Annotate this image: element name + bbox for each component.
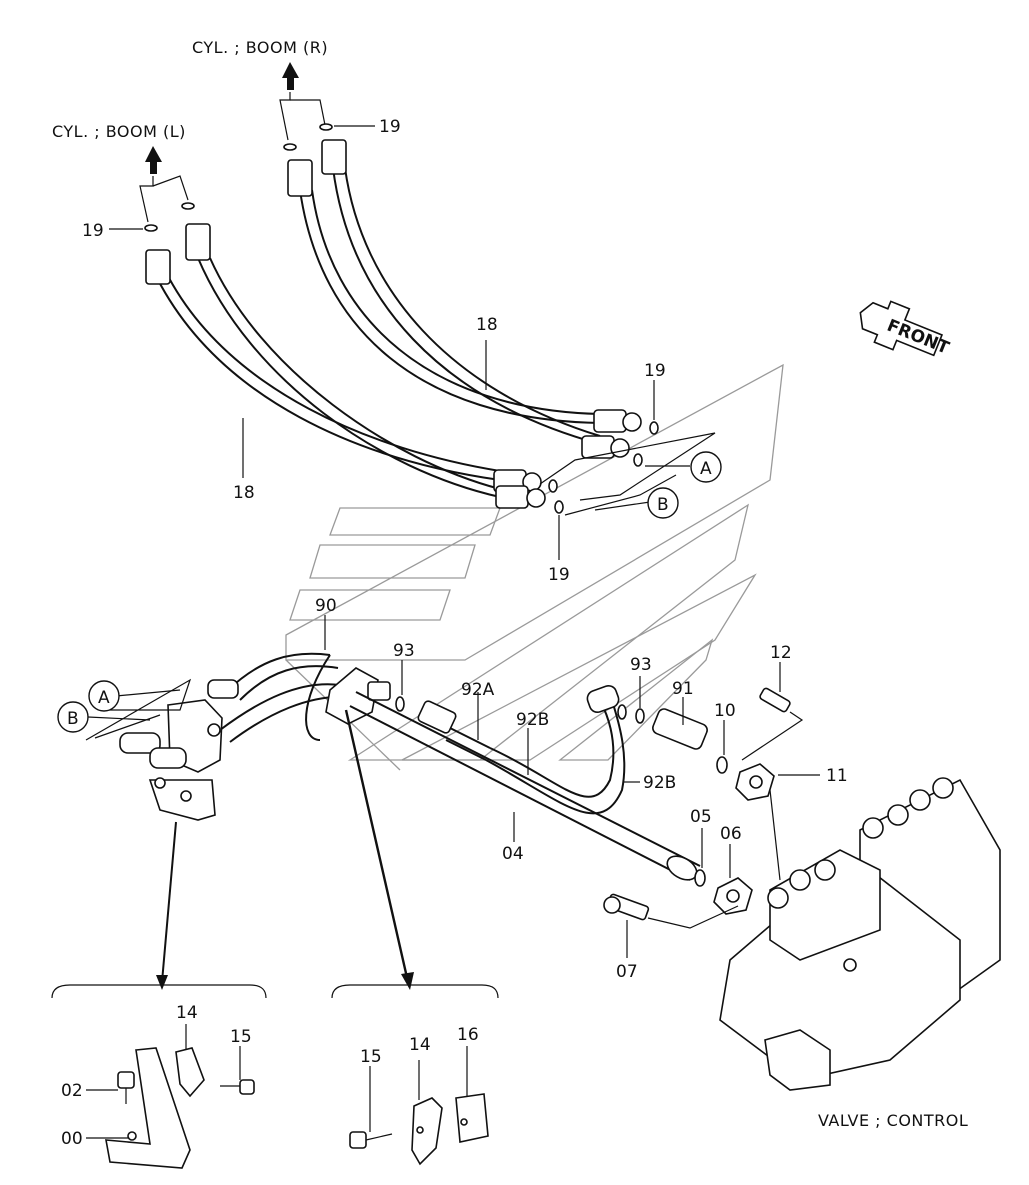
part-18-upper: 18 xyxy=(476,315,498,335)
callout-a-left: A xyxy=(88,680,120,712)
detail-leaders xyxy=(51,709,499,999)
svg-text:A: A xyxy=(700,459,712,479)
part-02: 02 xyxy=(61,1081,83,1101)
part-00: 00 xyxy=(61,1129,83,1149)
callout-a-upper: A xyxy=(690,451,722,483)
boom-r-destination: CYL. ; BOOM (R) 19 xyxy=(192,38,401,151)
callout-b-upper: B xyxy=(647,487,679,519)
adapter-group: 91 10 11 12 xyxy=(652,643,848,801)
manifold-assembly: 90 xyxy=(85,596,347,821)
part-07: 07 xyxy=(616,962,638,982)
boom-l-label: CYL. ; BOOM (L) xyxy=(52,122,186,141)
detail-bracket-left: 02 00 14 15 xyxy=(61,1003,255,1169)
svg-text:B: B xyxy=(657,495,669,515)
part-19-r: 19 xyxy=(379,117,401,137)
hose-92: 92A 92B 92B 93 xyxy=(417,655,676,815)
part-93-left: 93 xyxy=(393,641,415,661)
flange-group: 05 06 07 xyxy=(603,807,753,982)
front-arrow-icon: FRONT xyxy=(859,300,952,359)
part-19-upper: 19 xyxy=(644,361,666,381)
part-12: 12 xyxy=(770,643,792,663)
boom-r-label: CYL. ; BOOM (R) xyxy=(192,38,328,57)
up-arrow-icon xyxy=(145,146,162,174)
part-15-right: 15 xyxy=(360,1047,382,1067)
part-19-lower: 19 xyxy=(548,565,570,585)
part-15-left: 15 xyxy=(230,1027,252,1047)
part-10: 10 xyxy=(714,701,736,721)
part-11: 11 xyxy=(826,766,848,786)
part-06: 06 xyxy=(720,824,742,844)
part-92a: 92A xyxy=(461,680,495,700)
tee-block: 93 xyxy=(325,641,415,725)
part-91: 91 xyxy=(672,679,694,699)
part-19-l: 19 xyxy=(82,221,104,241)
detail-clamp-right: 15 14 16 xyxy=(349,1025,489,1166)
part-16: 16 xyxy=(457,1025,479,1045)
part-90: 90 xyxy=(315,596,337,616)
front-label: FRONT xyxy=(884,316,952,359)
part-05: 05 xyxy=(690,807,712,827)
boom-l-destination: CYL. ; BOOM (L) 19 xyxy=(52,122,195,241)
part-14-left: 14 xyxy=(176,1003,198,1023)
svg-text:A: A xyxy=(98,688,110,708)
callout-b-left: B xyxy=(57,701,89,733)
hose-18-set: 19 19 18 18 xyxy=(145,139,716,585)
part-18-lower: 18 xyxy=(233,483,255,503)
svg-text:B: B xyxy=(67,709,79,729)
part-14-right: 14 xyxy=(409,1035,431,1055)
part-92b-lower: 92B xyxy=(643,773,676,793)
up-arrow-icon xyxy=(282,62,299,90)
part-92b-upper: 92B xyxy=(516,710,549,730)
part-04: 04 xyxy=(502,844,524,864)
pipe-04: 04 xyxy=(349,691,701,881)
part-93-right: 93 xyxy=(630,655,652,675)
control-valve: VALVE ; CONTROL xyxy=(719,777,1001,1130)
valve-label: VALVE ; CONTROL xyxy=(818,1111,968,1130)
